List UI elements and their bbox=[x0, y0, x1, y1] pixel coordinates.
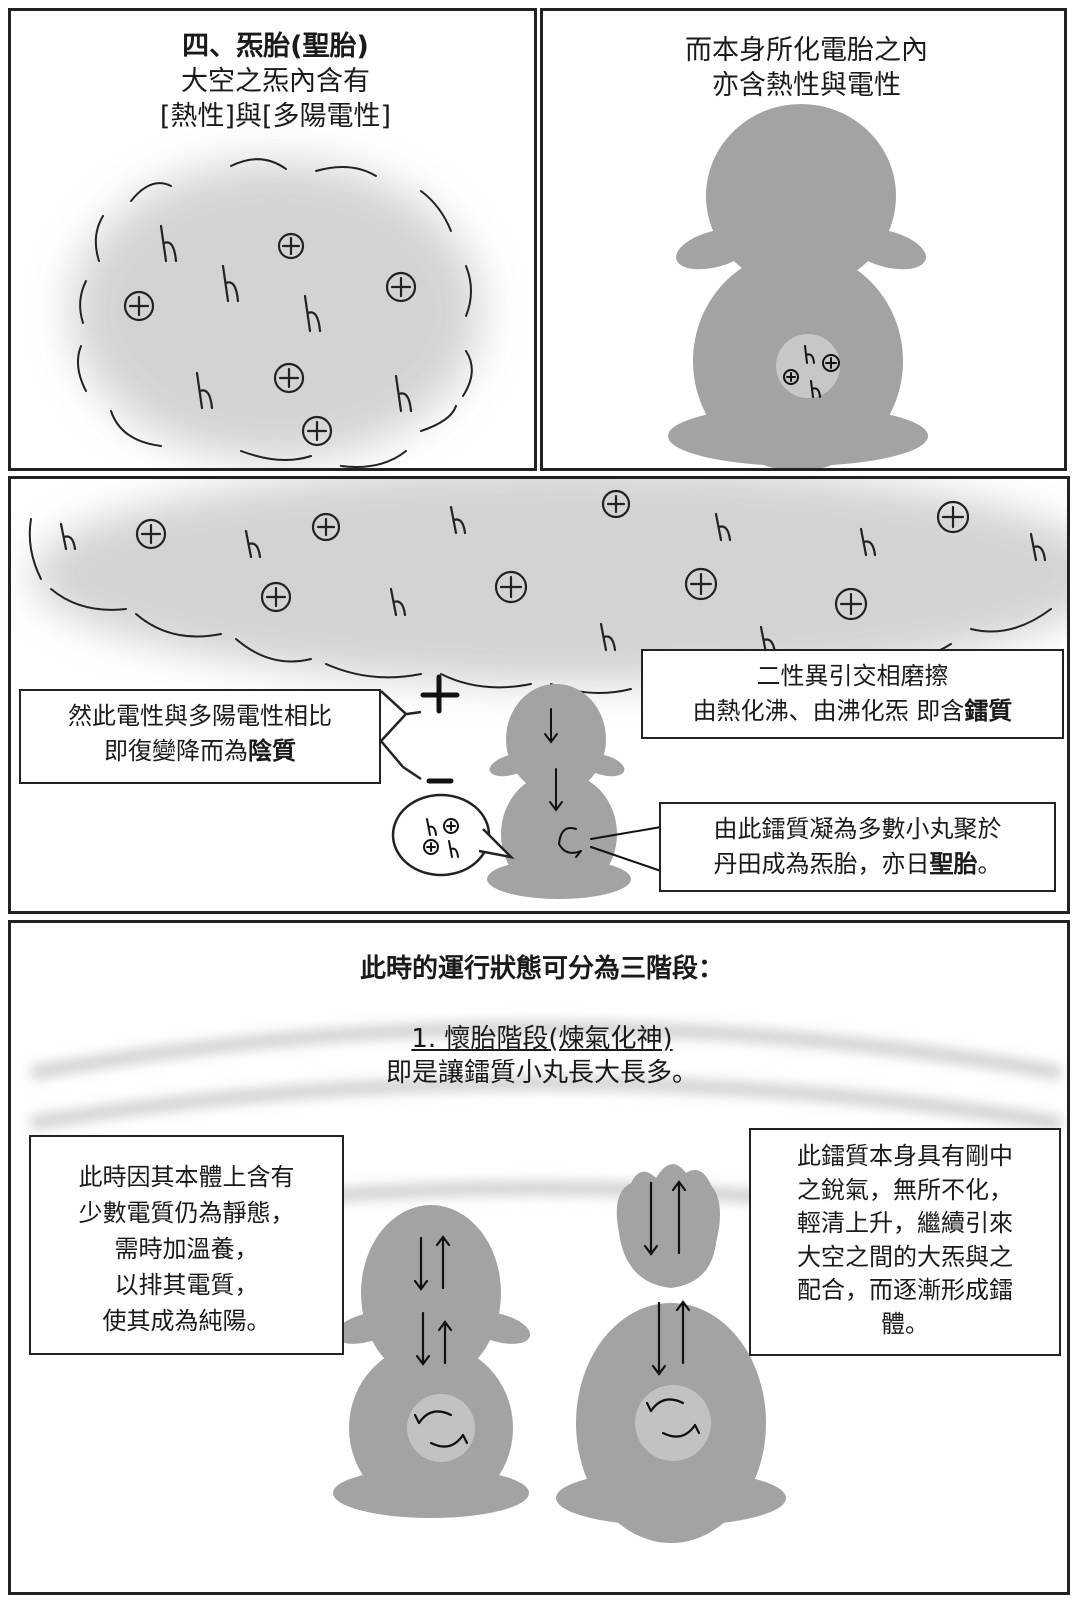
caption-line: [熱性]與[多陽電性] bbox=[159, 101, 392, 133]
caption-line: 此鐳質本身具有剛中 bbox=[797, 1142, 1013, 1170]
panel-radium-formation: 然此電性與多陽電性相比 即復變降而為陰質 二性異引交相磨擦 由熱化沸、由沸化炁 … bbox=[8, 476, 1070, 914]
caption-line: 之銳氣，無所不化， bbox=[797, 1175, 1013, 1204]
panel1-caption: 四、炁胎(聖胎) 大空之炁內含有 [熱性]與[多陽電性] bbox=[11, 29, 534, 134]
caption-line: 以排其電質， bbox=[114, 1271, 259, 1299]
panel-electric-embryo: 而本身所化電胎之內 亦含熱性與電性 bbox=[540, 8, 1067, 471]
caption-box-radium-body: 此鐳質本身具有剛中 之銳氣，無所不化， 輕清上升，繼續引來 大空之間的大炁與之 … bbox=[749, 1128, 1061, 1356]
caption-line: 少數電質仍為靜態， bbox=[78, 1199, 295, 1227]
emphasis-yin-quality: 陰質 bbox=[248, 736, 296, 765]
caption-box-radium-quality: 二性異引交相磨擦 由熱化沸、由沸化炁 即含鐳質 bbox=[641, 649, 1064, 739]
stage-one-caption: 1. 懷胎階段(煉氣化神) 即是讓鐳質小丸長大長多。 bbox=[11, 1023, 1067, 1091]
emphasis-radium-quality: 鐳質 bbox=[964, 696, 1013, 725]
speech-line: 然此電性與多陽電性相比 bbox=[68, 702, 332, 730]
meditating-figure bbox=[668, 104, 928, 468]
stage-title: 1. 懷胎階段(煉氣化神) bbox=[411, 1024, 673, 1054]
caption-line: 大空之炁內含有 bbox=[181, 66, 370, 98]
caption-box-warm-nurture: 此時因其本體上含有 少數電質仍為靜態， 需時加溫養， 以排其電質， 使其成為純陽… bbox=[29, 1135, 344, 1355]
caption-line: 亦含熱性與電性 bbox=[712, 70, 901, 102]
speech-line: 即復變降而為陰質 bbox=[31, 734, 369, 769]
meditating-figure-illustration bbox=[668, 104, 928, 468]
caption-line: 丹田成為炁胎，亦日聖胎。 bbox=[671, 847, 1044, 882]
meditating-figure-small bbox=[487, 684, 631, 899]
cloud-illustration bbox=[71, 158, 481, 468]
section-heading: 此時的運行狀態可分為三階段： bbox=[359, 954, 724, 984]
speech-box-yin-quality: 然此電性與多陽電性相比 即復變降而為陰質 bbox=[19, 689, 381, 784]
thought-bubble bbox=[391, 793, 515, 877]
caption-line: 配合，而逐漸形成鐳 bbox=[797, 1276, 1013, 1305]
caption-box-holy-embryo: 由此鐳質凝為多數小丸聚於 丹田成為炁胎，亦日聖胎。 bbox=[659, 802, 1056, 892]
meditating-figure-right bbox=[556, 1164, 786, 1543]
meditating-figure-left bbox=[333, 1205, 531, 1518]
emphasis-holy-embryo: 聖胎 bbox=[929, 849, 978, 878]
panel2-caption: 而本身所化電胎之內 亦含熱性與電性 bbox=[543, 33, 1064, 103]
stage-description: 即是讓鐳質小丸長大長多。 bbox=[385, 1057, 698, 1088]
caption-line: 由此鐳質凝為多數小丸聚於 bbox=[713, 815, 1002, 843]
particle-symbols bbox=[123, 224, 417, 447]
caption-line: 使其成為純陽。 bbox=[102, 1307, 271, 1335]
caption-line: 此時因其本體上含有 bbox=[78, 1163, 295, 1191]
caption-line: 需時加溫養， bbox=[114, 1235, 259, 1263]
stage-heading: 此時的運行狀態可分為三階段： bbox=[11, 953, 1067, 987]
caption-line: 由熱化沸、由沸化炁 即含鐳質 bbox=[653, 694, 1052, 729]
caption-line: 體。 bbox=[881, 1309, 929, 1338]
caption-text: 由熱化沸、由沸化炁 即含 bbox=[692, 696, 965, 725]
panel-qi-embryo-intro: 四、炁胎(聖胎) 大空之炁內含有 [熱性]與[多陽電性] bbox=[8, 8, 537, 471]
caption-text: 。 bbox=[977, 849, 1002, 878]
particle-symbols bbox=[59, 489, 1047, 655]
caption-line: 輕清上升，繼續引來 bbox=[797, 1209, 1013, 1238]
speech-text: 即復變降而為 bbox=[104, 736, 248, 765]
caption-line: 二性異引交相磨擦 bbox=[756, 662, 949, 690]
caption-text: 丹田成為炁胎，亦日 bbox=[713, 849, 930, 878]
caption-line: 而本身所化電胎之內 bbox=[685, 35, 928, 66]
caption-line: 大空之間的大炁與之 bbox=[797, 1242, 1013, 1271]
cloud-and-figure-illustration bbox=[28, 479, 1067, 899]
section-title: 四、炁胎(聖胎) bbox=[182, 31, 369, 62]
panel-three-stages: 此時的運行狀態可分為三階段： 1. 懷胎階段(煉氣化神) 即是讓鐳質小丸長大長多… bbox=[8, 920, 1070, 1595]
